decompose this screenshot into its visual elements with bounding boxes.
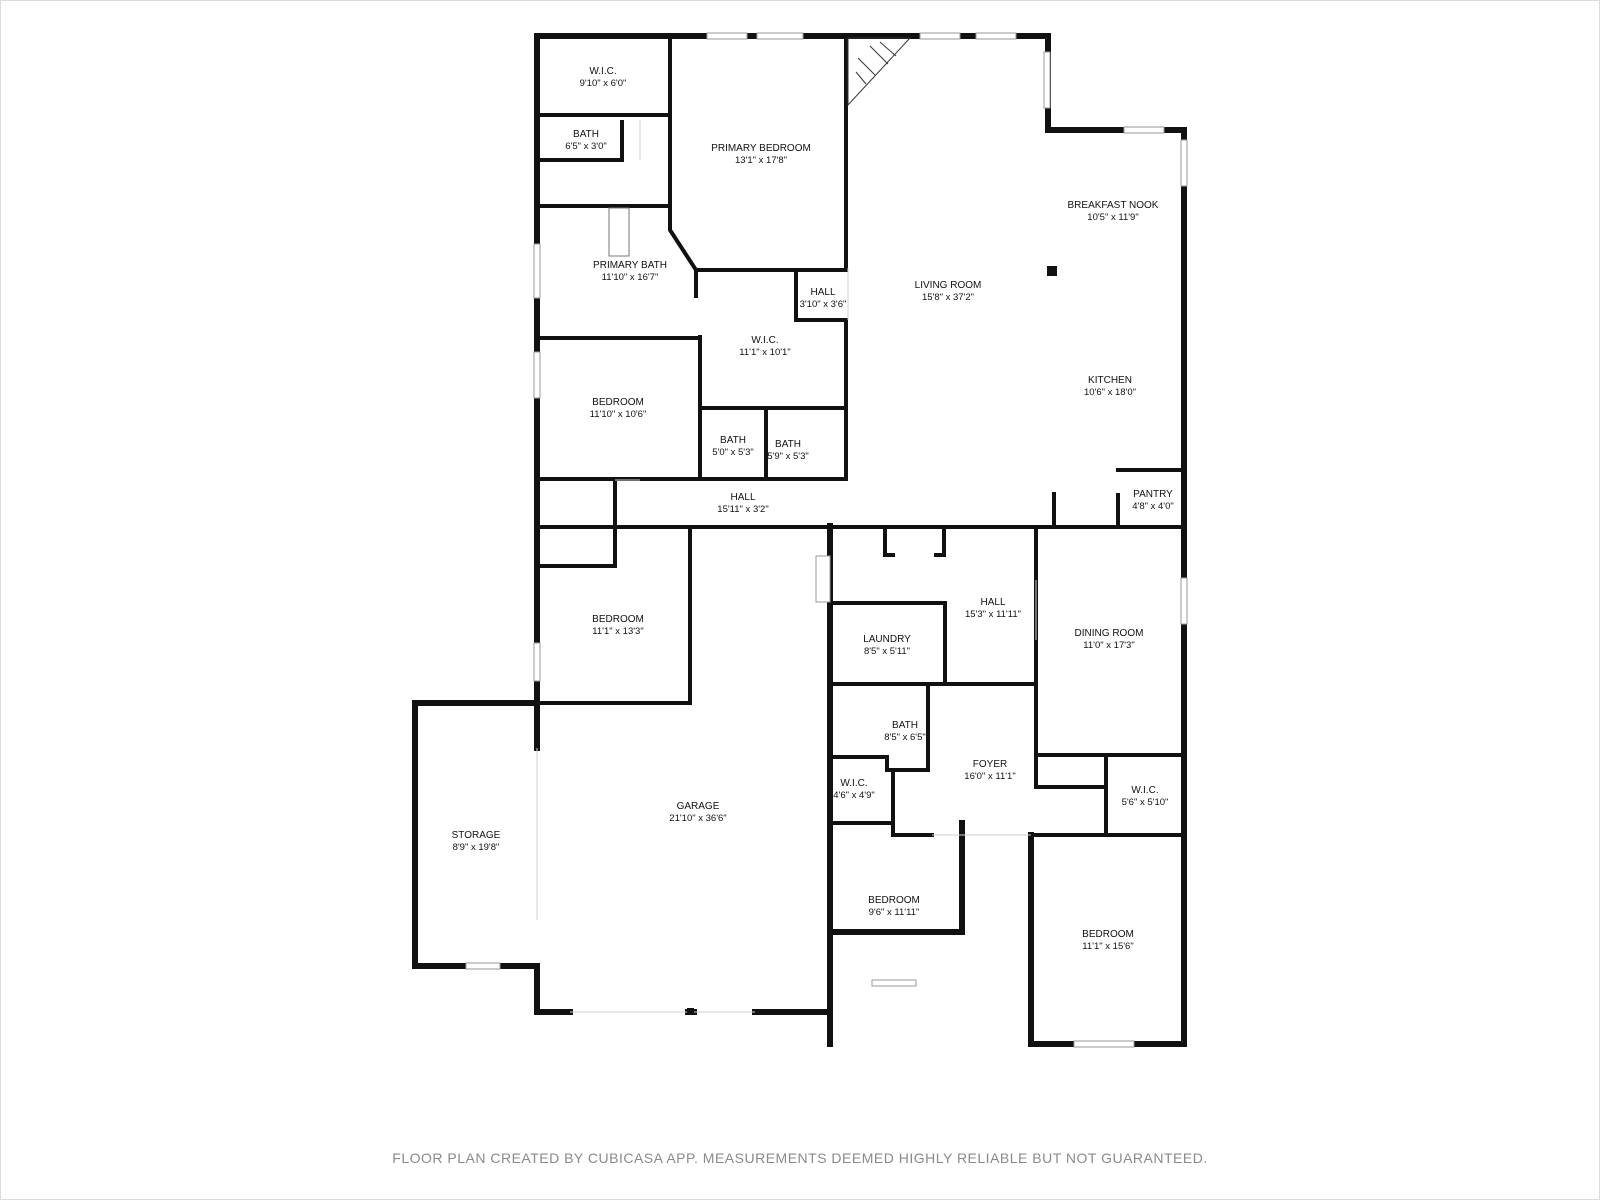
room-label-living-room: LIVING ROOM 15'8" x 37'2" bbox=[915, 280, 982, 303]
vanity-counter bbox=[608, 207, 630, 257]
svg-text:DINING ROOM: DINING ROOM bbox=[1075, 628, 1144, 639]
svg-text:W.I.C.: W.I.C. bbox=[1131, 785, 1158, 796]
room-label-dining-room: DINING ROOM 11'0" x 17'3" bbox=[1075, 628, 1144, 651]
closet-door bbox=[815, 555, 831, 603]
svg-text:5'9" x 5'3": 5'9" x 5'3" bbox=[767, 451, 809, 462]
room-label-breakfast-nook: BREAKFAST NOOK 10'5" x 11'9" bbox=[1068, 200, 1159, 223]
room-label-primary-bath: PRIMARY BATH 11'10" x 16'7" bbox=[593, 260, 667, 283]
svg-text:BEDROOM: BEDROOM bbox=[868, 895, 920, 906]
svg-text:16'0" x 11'1": 16'0" x 11'1" bbox=[964, 771, 1015, 782]
room-label-bedroom-3: BEDROOM 9'6" x 11'11" bbox=[868, 895, 920, 918]
room-label-wic-2: W.I.C. 11'1" x 10'1" bbox=[739, 335, 790, 358]
room-label-wic-4: W.I.C. 5'6" x 5'10" bbox=[1122, 785, 1169, 808]
svg-text:BEDROOM: BEDROOM bbox=[592, 614, 644, 625]
room-label-storage: STORAGE 8'9" x 19'8" bbox=[452, 830, 501, 853]
svg-text:9'6" x 11'11": 9'6" x 11'11" bbox=[869, 907, 920, 918]
room-label-bath-3: BATH 5'9" x 5'3" bbox=[767, 439, 809, 462]
svg-text:8'5" x 5'11": 8'5" x 5'11" bbox=[864, 646, 910, 657]
windows bbox=[465, 32, 1188, 1048]
room-label-primary-bedroom: PRIMARY BEDROOM 13'1" x 17'8" bbox=[711, 143, 811, 166]
svg-text:BREAKFAST NOOK: BREAKFAST NOOK bbox=[1068, 200, 1159, 211]
svg-text:STORAGE: STORAGE bbox=[452, 830, 501, 841]
svg-text:W.I.C.: W.I.C. bbox=[589, 66, 616, 77]
room-label-bath-4: BATH 8'5" x 6'5" bbox=[884, 720, 926, 743]
room-label-hall-1: HALL 3'10" x 3'6" bbox=[800, 287, 847, 310]
svg-text:9'10" x 6'0": 9'10" x 6'0" bbox=[580, 78, 627, 89]
svg-text:11'10" x 16'7": 11'10" x 16'7" bbox=[602, 272, 659, 283]
column bbox=[1047, 266, 1057, 276]
svg-text:PRIMARY BEDROOM: PRIMARY BEDROOM bbox=[711, 143, 811, 154]
svg-text:HALL: HALL bbox=[730, 492, 755, 503]
svg-text:PANTRY: PANTRY bbox=[1133, 489, 1173, 500]
svg-text:3'10" x 3'6": 3'10" x 3'6" bbox=[800, 299, 847, 310]
footer-disclaimer: FLOOR PLAN CREATED BY CUBICASA APP. MEAS… bbox=[392, 1150, 1208, 1166]
garage-post bbox=[687, 1008, 694, 1015]
svg-text:BATH: BATH bbox=[573, 129, 599, 140]
room-label-hall-3: HALL 15'3" x 11'11" bbox=[965, 597, 1021, 620]
room-label-bath-1: BATH 6'5" x 3'0" bbox=[565, 129, 607, 152]
svg-text:BEDROOM: BEDROOM bbox=[1082, 929, 1134, 940]
svg-text:6'5" x 3'0": 6'5" x 3'0" bbox=[565, 141, 607, 152]
room-label-foyer: FOYER 16'0" x 11'1" bbox=[964, 759, 1015, 782]
svg-text:W.I.C.: W.I.C. bbox=[840, 778, 867, 789]
svg-text:5'0" x 5'3": 5'0" x 5'3" bbox=[712, 447, 754, 458]
svg-text:11'1" x 15'6": 11'1" x 15'6" bbox=[1082, 941, 1133, 952]
svg-text:5'6" x 5'10": 5'6" x 5'10" bbox=[1122, 797, 1169, 808]
svg-text:15'8" x 37'2": 15'8" x 37'2" bbox=[922, 292, 974, 303]
svg-text:HALL: HALL bbox=[810, 287, 835, 298]
svg-text:PRIMARY BATH: PRIMARY BATH bbox=[593, 260, 667, 271]
door-openings bbox=[536, 120, 1037, 1013]
svg-text:LAUNDRY: LAUNDRY bbox=[863, 634, 911, 645]
svg-text:BATH: BATH bbox=[720, 435, 746, 446]
fireplace bbox=[847, 37, 912, 107]
svg-text:11'10" x 10'6": 11'10" x 10'6" bbox=[590, 409, 647, 420]
svg-text:15'3" x 11'11": 15'3" x 11'11" bbox=[965, 609, 1021, 620]
room-label-bedroom-2: BEDROOM 11'1" x 13'3" bbox=[592, 614, 644, 637]
svg-text:BATH: BATH bbox=[892, 720, 918, 731]
svg-text:BATH: BATH bbox=[775, 439, 801, 450]
svg-text:15'11" x 3'2": 15'11" x 3'2" bbox=[717, 504, 768, 515]
svg-text:GARAGE: GARAGE bbox=[677, 801, 720, 812]
svg-text:21'10" x 36'6": 21'10" x 36'6" bbox=[669, 813, 726, 824]
svg-text:FOYER: FOYER bbox=[973, 759, 1007, 770]
svg-text:4'8" x 4'0": 4'8" x 4'0" bbox=[1132, 501, 1174, 512]
interior-walls bbox=[535, 34, 1186, 837]
svg-text:KITCHEN: KITCHEN bbox=[1088, 375, 1132, 386]
room-label-bath-2: BATH 5'0" x 5'3" bbox=[712, 435, 754, 458]
room-label-garage: GARAGE 21'10" x 36'6" bbox=[669, 801, 726, 824]
svg-text:BEDROOM: BEDROOM bbox=[592, 397, 644, 408]
room-label-hall-2: HALL 15'11" x 3'2" bbox=[717, 492, 768, 515]
svg-text:HALL: HALL bbox=[980, 597, 1005, 608]
svg-text:11'1" x 10'1": 11'1" x 10'1" bbox=[739, 347, 790, 358]
room-label-bedroom-4: BEDROOM 11'1" x 15'6" bbox=[1082, 929, 1134, 952]
svg-text:11'0" x 17'3": 11'0" x 17'3" bbox=[1083, 640, 1134, 651]
room-label-kitchen: KITCHEN 10'6" x 18'0" bbox=[1084, 375, 1136, 398]
svg-text:13'1" x 17'8": 13'1" x 17'8" bbox=[735, 155, 787, 166]
room-label-wic-3: W.I.C. 4'6" x 4'9" bbox=[833, 778, 875, 801]
svg-text:W.I.C.: W.I.C. bbox=[751, 335, 778, 346]
svg-text:LIVING ROOM: LIVING ROOM bbox=[915, 280, 982, 291]
svg-text:10'6" x 18'0": 10'6" x 18'0" bbox=[1084, 387, 1136, 398]
room-labels: W.I.C. 9'10" x 6'0" BATH 6'5" x 3'0" PRI… bbox=[452, 66, 1174, 952]
room-label-wic-1: W.I.C. 9'10" x 6'0" bbox=[580, 66, 627, 89]
svg-text:8'5" x 6'5": 8'5" x 6'5" bbox=[884, 732, 926, 743]
room-label-pantry: PANTRY 4'8" x 4'0" bbox=[1132, 489, 1174, 512]
svg-text:11'1" x 13'3": 11'1" x 13'3" bbox=[592, 626, 643, 637]
room-label-bedroom-1: BEDROOM 11'10" x 10'6" bbox=[590, 397, 647, 420]
room-label-laundry: LAUNDRY 8'5" x 5'11" bbox=[863, 634, 911, 657]
svg-text:10'5" x 11'9": 10'5" x 11'9" bbox=[1087, 212, 1138, 223]
svg-text:4'6" x 4'9": 4'6" x 4'9" bbox=[833, 790, 875, 801]
svg-text:8'9" x 19'8": 8'9" x 19'8" bbox=[453, 842, 500, 853]
exterior-walls bbox=[412, 33, 1187, 1047]
